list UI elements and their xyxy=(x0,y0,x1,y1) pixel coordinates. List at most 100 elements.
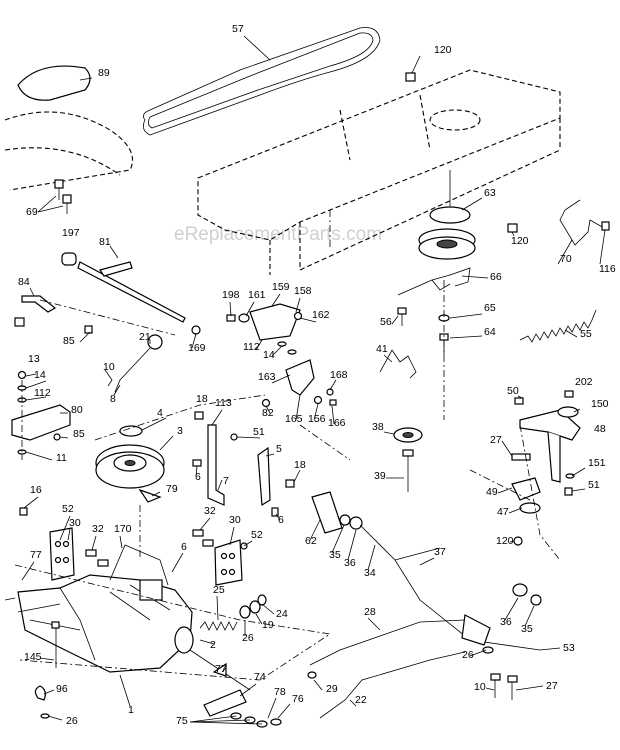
callout-14: 14 xyxy=(34,369,46,381)
nut-156 xyxy=(313,395,323,405)
callout-49: 49 xyxy=(486,486,498,498)
callout-170: 170 xyxy=(114,523,132,535)
bolt-6b xyxy=(271,507,279,517)
shift-knob xyxy=(17,65,91,101)
callout-62: 62 xyxy=(305,535,317,547)
callout-47: 47 xyxy=(497,506,509,518)
callout-52: 52 xyxy=(62,503,74,515)
callout-36: 36 xyxy=(344,557,356,569)
callout-32: 32 xyxy=(92,523,104,535)
bolt-18a xyxy=(194,411,204,420)
callout-65: 65 xyxy=(484,302,496,314)
fender-outline xyxy=(4,111,134,191)
callout-159: 159 xyxy=(272,281,290,293)
callout-64: 64 xyxy=(484,326,496,338)
callout-116: 116 xyxy=(599,263,616,275)
callout-77: 77 xyxy=(30,549,42,561)
callout-26: 26 xyxy=(242,632,254,644)
lever-84 xyxy=(14,295,93,334)
callout-112: 112 xyxy=(243,341,260,353)
callout-32: 32 xyxy=(204,505,216,517)
bracket-30-right xyxy=(192,529,248,586)
nut-120-right xyxy=(507,223,518,233)
bracket-113 xyxy=(207,424,225,506)
callout-78: 78 xyxy=(274,686,286,698)
callout-26: 26 xyxy=(462,649,474,661)
callout-57: 57 xyxy=(232,23,244,35)
washer-35 xyxy=(530,594,542,606)
callout-85: 85 xyxy=(63,335,75,347)
callout-169: 169 xyxy=(188,342,206,354)
nut-120-top xyxy=(405,72,416,82)
callout-112: 112 xyxy=(34,387,51,399)
callout-145: 145 xyxy=(24,651,42,663)
callout-29: 29 xyxy=(326,683,338,695)
callout-202: 202 xyxy=(575,376,593,388)
callout-10: 10 xyxy=(474,681,486,693)
callout-166: 166 xyxy=(328,417,346,429)
callout-28: 28 xyxy=(364,606,376,618)
spring-25-assembly xyxy=(199,594,267,631)
washer-36 xyxy=(512,583,528,597)
assembly-lines xyxy=(14,210,561,681)
transaxle-pulley-3 xyxy=(95,425,165,503)
callout-8: 8 xyxy=(110,393,116,405)
callout-161: 161 xyxy=(248,289,266,301)
callout-30: 30 xyxy=(69,517,81,529)
callout-82: 82 xyxy=(262,407,274,419)
callout-13: 13 xyxy=(28,353,40,365)
callout-150: 150 xyxy=(591,398,609,410)
callout-120: 120 xyxy=(496,535,514,547)
callout-52: 52 xyxy=(251,529,263,541)
callout-63: 63 xyxy=(484,187,496,199)
spring-55 xyxy=(519,309,597,343)
nut-51 xyxy=(230,433,238,441)
callout-37: 37 xyxy=(434,546,446,558)
callout-156: 156 xyxy=(308,413,326,425)
callout-53: 53 xyxy=(563,642,575,654)
engine-pulley xyxy=(418,170,476,260)
bolt-6a xyxy=(192,459,202,467)
callout-56: 56 xyxy=(380,316,392,328)
axle-rod-34 xyxy=(311,491,541,651)
callout-70: 70 xyxy=(560,253,572,265)
callout-19: 19 xyxy=(262,619,274,631)
transaxle-1 xyxy=(17,574,194,673)
callout-165: 165 xyxy=(285,413,303,425)
callout-120: 120 xyxy=(434,44,452,56)
callout-18: 18 xyxy=(294,459,306,471)
callout-168: 168 xyxy=(330,369,348,381)
callout-21: 21 xyxy=(139,331,151,343)
brake-shaft-81 xyxy=(61,252,186,323)
callout-6: 6 xyxy=(278,514,284,526)
callout-96: 96 xyxy=(56,683,68,695)
callout-75: 75 xyxy=(176,715,188,727)
callout-24: 24 xyxy=(276,608,288,620)
callout-5: 5 xyxy=(276,443,282,455)
nut-85 xyxy=(53,433,61,441)
bracket-5 xyxy=(257,446,271,507)
callout-66: 66 xyxy=(490,271,502,283)
bolts-10-27 xyxy=(490,673,518,700)
callout-198: 198 xyxy=(222,289,240,301)
callout-25: 25 xyxy=(213,584,225,596)
idler-bracket-assembly xyxy=(191,303,303,355)
callout-89: 89 xyxy=(98,67,110,79)
callout-163: 163 xyxy=(258,371,276,383)
bracket-30-left xyxy=(19,507,109,581)
callout-2: 2 xyxy=(210,639,216,651)
callout-85: 85 xyxy=(73,428,85,440)
bolt-18b xyxy=(285,479,295,488)
callout-80: 80 xyxy=(71,404,83,416)
spring-clip-41 xyxy=(379,349,417,379)
drive-belt xyxy=(142,27,381,136)
bolts-64-65 xyxy=(397,280,450,420)
callout-14: 14 xyxy=(263,349,275,361)
callout-51: 51 xyxy=(588,479,600,491)
callout-26: 26 xyxy=(66,715,78,727)
callout-3: 3 xyxy=(177,425,183,437)
screw-116 xyxy=(601,221,610,231)
bracket-80 xyxy=(11,404,71,441)
callout-79: 79 xyxy=(166,483,178,495)
